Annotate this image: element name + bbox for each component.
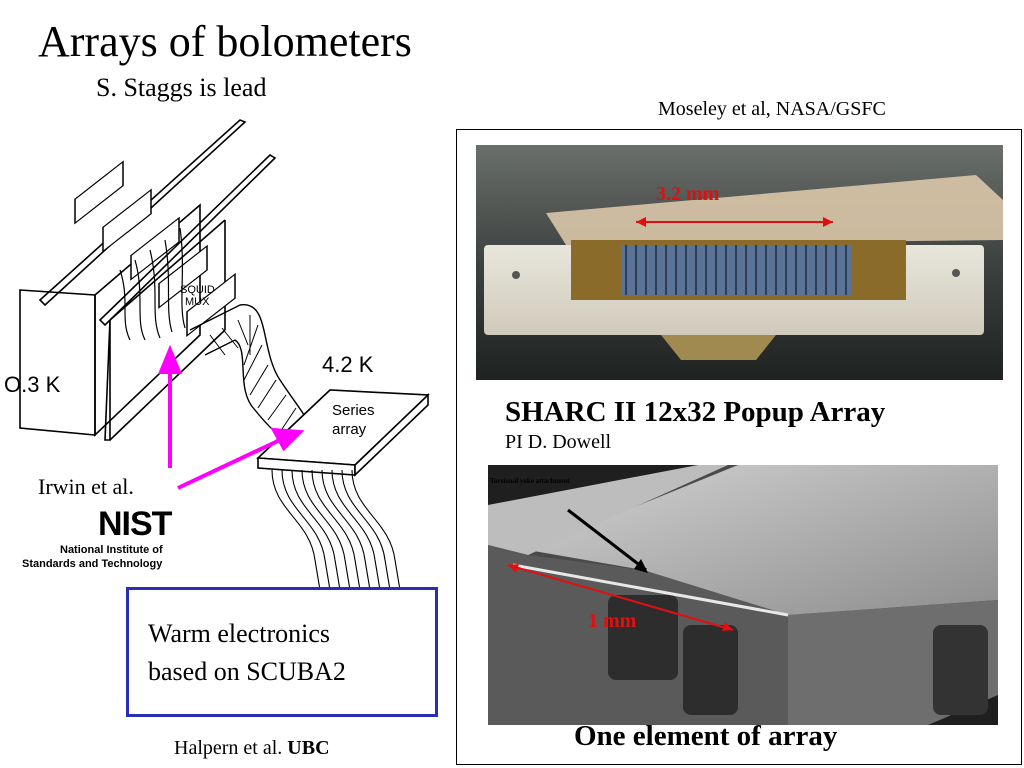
nist-line-1: National Institute of — [60, 544, 163, 556]
warm-line-1: Warm electronics — [148, 619, 330, 648]
sem-element-photo: Torsional yoke attachment 1 mm — [488, 465, 998, 725]
warm-electronics-box — [126, 587, 438, 717]
sem-scale-label: 1 mm — [588, 610, 637, 632]
credit-halpern: Halpern et al. UBC — [174, 735, 330, 761]
sharc-scale-label: 3.2 mm — [656, 183, 720, 205]
sharc-array-photo: 3.2 mm — [476, 145, 1003, 380]
slide-subtitle: S. Staggs is lead — [96, 73, 267, 102]
sharc-title: SHARC II 12x32 Popup Array — [505, 396, 886, 428]
slide-title: Arrays of bolometers — [38, 17, 412, 66]
temp-warm-label: 4.2 K — [322, 352, 374, 377]
credit-moseley: Moseley et al, NASA/GSFC — [658, 98, 886, 120]
credit-irwin: Irwin et al. — [38, 474, 134, 499]
squid-label-1: SQUID — [180, 284, 215, 296]
temp-cold-label: O.3 K — [4, 372, 61, 397]
halpern-author: Halpern et al. — [174, 737, 283, 759]
right-panel-frame — [456, 129, 1022, 765]
support-bar-top — [38, 119, 247, 307]
magenta-arrows — [158, 344, 305, 490]
element-caption: One element of array — [574, 720, 838, 752]
nist-line-2: Standards and Technology — [22, 558, 163, 570]
frame-inner — [104, 319, 111, 441]
frame-front-left — [19, 289, 96, 436]
series-label-2: array — [332, 421, 367, 438]
sem-annotation: Torsional yoke attachment — [490, 477, 570, 485]
warm-line-2: based on SCUBA2 — [148, 657, 346, 686]
nist-wordmark: NIST — [98, 505, 173, 543]
sharc-pi: PI D. Dowell — [505, 431, 612, 453]
warm-electronics-text: Warm electronics based on SCUBA2 — [148, 615, 346, 691]
bolometer-schematic: SQUID MUX O.3 K 4.2 K Series array — [4, 119, 430, 591]
ribbon-hatching — [209, 315, 297, 433]
support-bar-mid — [98, 153, 277, 327]
halpern-org: UBC — [287, 737, 330, 759]
pixel-row — [74, 160, 236, 338]
series-label-1: Series — [332, 402, 375, 419]
nist-logo: NIST National Institute of Standards and… — [22, 505, 174, 570]
series-array-block — [256, 389, 430, 477]
squid-label-2: MUX — [185, 296, 210, 308]
